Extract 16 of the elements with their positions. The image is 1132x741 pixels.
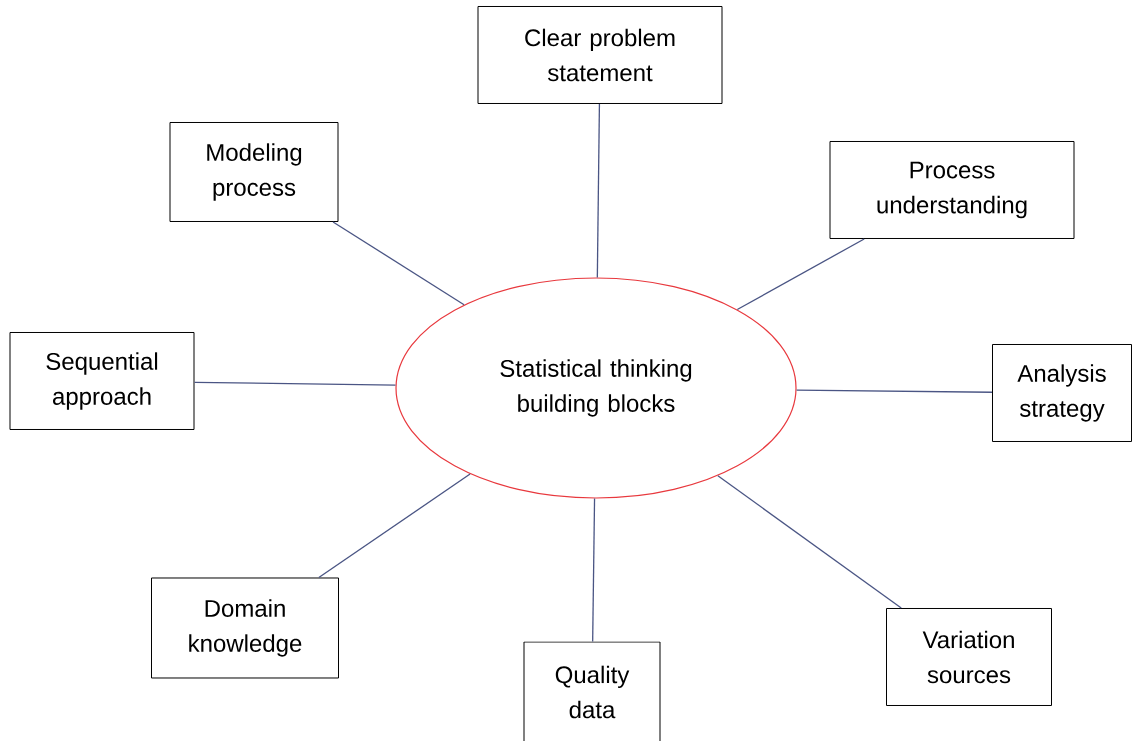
concept-box: Clear problem statement (477, 6, 723, 104)
connector-line (717, 475, 902, 609)
connector-line (193, 381, 397, 386)
connector-line (736, 238, 865, 311)
concept-box: Quality data (523, 641, 661, 741)
connector-line (318, 473, 471, 579)
concept-box: Process understanding (829, 141, 1075, 239)
connector-line (596, 103, 601, 279)
connector-line (332, 221, 465, 306)
concept-box: Variation sources (886, 608, 1052, 706)
concept-box: Modeling process (169, 122, 339, 222)
connector-line (795, 389, 993, 393)
concept-box: Analysis strategy (992, 344, 1132, 442)
connector-line (592, 497, 596, 643)
concept-box: Sequential approach (9, 332, 195, 430)
concept-box: Domain knowledge (151, 577, 339, 679)
